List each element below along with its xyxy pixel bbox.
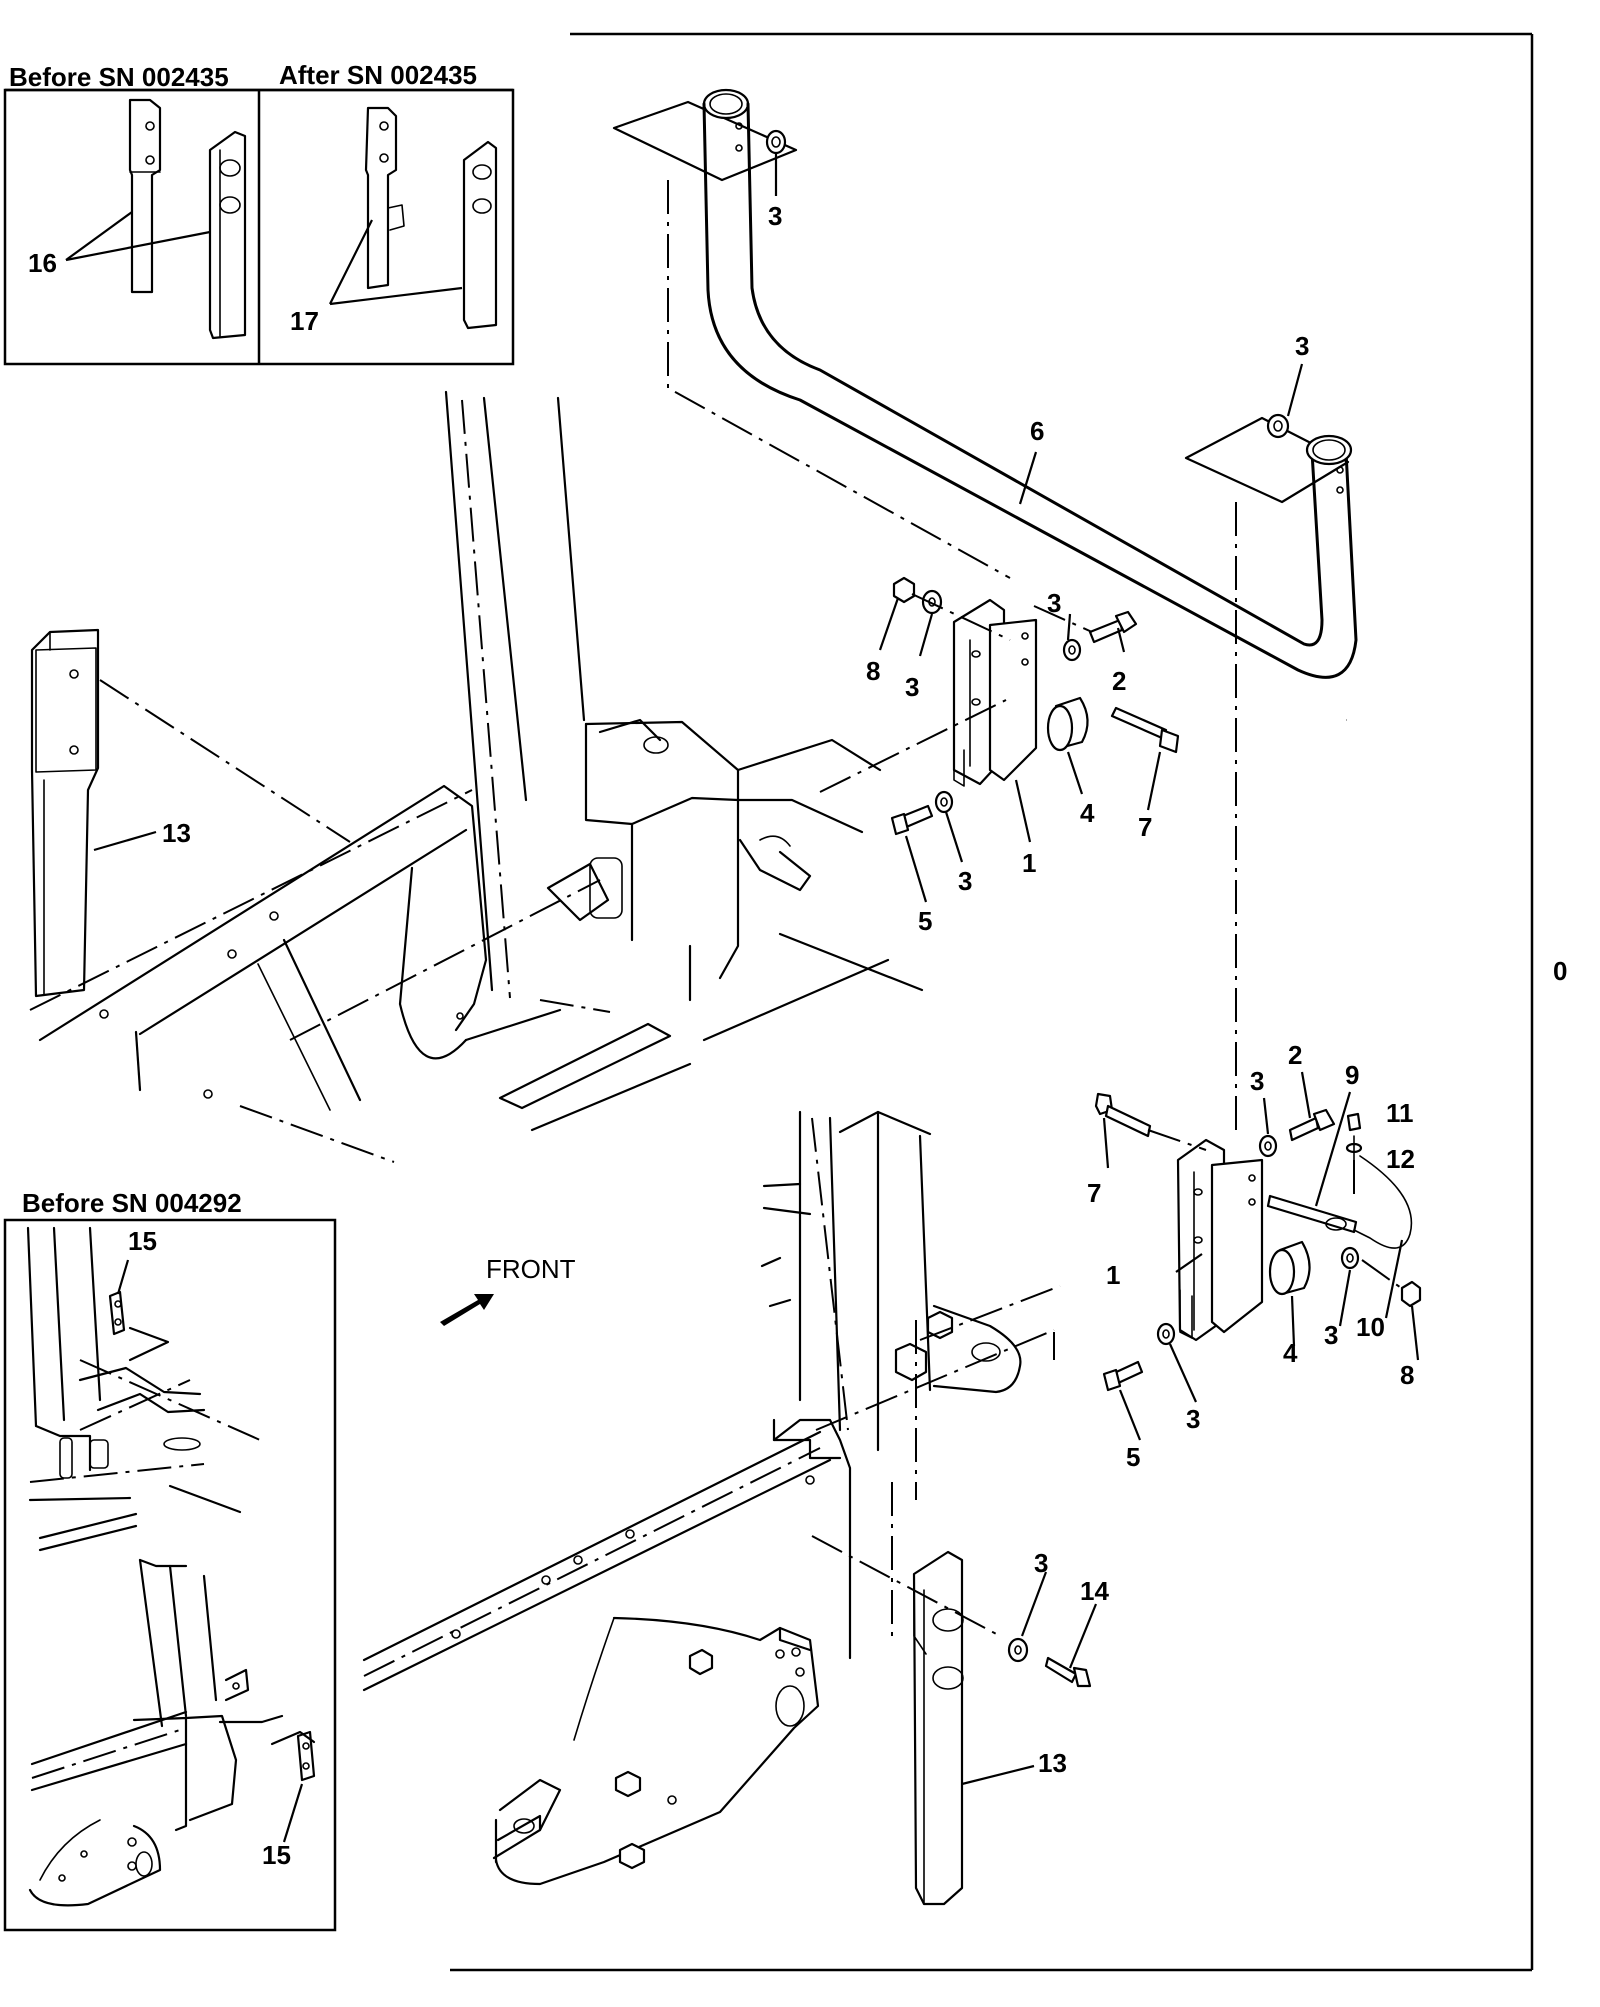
- rops-bar-assembly: [612, 88, 1358, 1130]
- inset-serial-004292: [3, 1218, 337, 1932]
- callout-1-lower: 1: [1106, 1260, 1120, 1290]
- inset-title-before-004292: Before SN 004292: [22, 1188, 242, 1218]
- callout-4-upper: 4: [1080, 798, 1095, 828]
- callout-14: 14: [1080, 1576, 1109, 1606]
- left-frame-structure: [29, 390, 924, 1163]
- callout-5-upper: 5: [918, 906, 932, 936]
- callout-7-upper: 7: [1138, 812, 1152, 842]
- callout-3-right-tube-washer: 3: [1295, 331, 1309, 361]
- callout-15-upper: 15: [128, 1226, 157, 1256]
- callout-2-upper: 2: [1112, 666, 1126, 696]
- callout-3-lower-bottom-washer: 3: [1186, 1404, 1200, 1434]
- callout-5-lower: 5: [1126, 1442, 1140, 1472]
- callout-17: 17: [290, 306, 319, 336]
- callout-3-upper-nut-washer: 3: [905, 672, 919, 702]
- callout-8-upper: 8: [866, 656, 880, 686]
- inset-serial-002435: [3, 88, 515, 366]
- callout-3-upper-bolt-washer: 3: [1047, 588, 1061, 618]
- callout-1-upper: 1: [1022, 848, 1036, 878]
- callout-3-top-tube-washer: 3: [768, 201, 782, 231]
- callout-3-lower-right-washer: 3: [1324, 1320, 1338, 1350]
- inset-title-after-002435: After SN 002435: [279, 60, 477, 90]
- callout-6: 6: [1030, 416, 1044, 446]
- callout-16: 16: [28, 248, 57, 278]
- sheet-number: 0: [1553, 956, 1567, 986]
- callout-15-lower: 15: [262, 1840, 291, 1870]
- callout-13-left: 13: [162, 818, 191, 848]
- callout-12: 12: [1386, 1144, 1415, 1174]
- front-direction-arrow: [440, 1294, 494, 1326]
- drawing-frame: [450, 32, 1534, 1972]
- callout-7-lower: 7: [1087, 1178, 1101, 1208]
- callout-13-bottom: 13: [1038, 1748, 1067, 1778]
- front-label: FRONT: [486, 1254, 576, 1284]
- callout-3-lower-bolt-washer: 3: [1250, 1066, 1264, 1096]
- lower-bracket-assembly: [1094, 1071, 1422, 1441]
- callout-2-lower: 2: [1288, 1040, 1302, 1070]
- inset-title-before-002435: Before SN 002435: [9, 62, 229, 92]
- callout-8-lower: 8: [1400, 1360, 1414, 1390]
- callout-3-bottom-washer: 3: [1034, 1548, 1048, 1578]
- callout-9: 9: [1345, 1060, 1359, 1090]
- callout-3-upper-lower-washer: 3: [958, 866, 972, 896]
- lower-frame-structure: [362, 1110, 1098, 1906]
- callout-4-lower: 4: [1283, 1338, 1298, 1368]
- callout-11: 11: [1386, 1098, 1414, 1128]
- callout-10: 10: [1356, 1312, 1385, 1342]
